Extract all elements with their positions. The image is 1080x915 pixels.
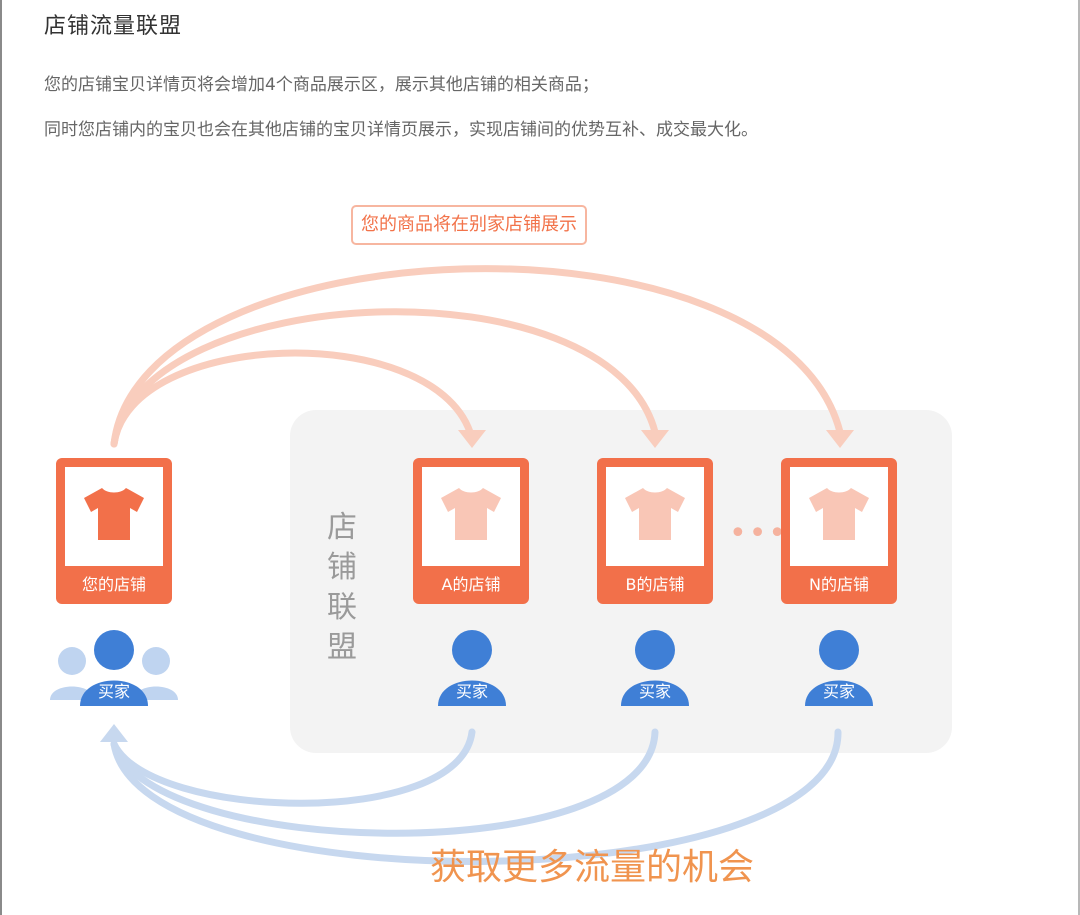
description-line-1: 您的店铺宝贝详情页将会增加4个商品展示区，展示其他店铺的相关商品； (44, 75, 599, 95)
tshirt-icon (809, 488, 869, 540)
league-label: 店铺联盟 (327, 510, 357, 665)
shop-label-yours: 您的店铺 (81, 575, 146, 594)
shop-label-n: N的店铺 (809, 575, 869, 594)
person-icon (621, 630, 689, 706)
shop-card-b: B的店铺 (597, 458, 713, 604)
top-caption-pill: 您的商品将在别家店铺展示 (351, 205, 587, 245)
page-title: 店铺流量联盟 (44, 14, 183, 39)
arrowhead-your-shop (100, 724, 128, 742)
arrow-from-shop-n (110, 728, 842, 865)
arrowhead-shop-a (458, 430, 486, 448)
shop-card-a: A的店铺 (413, 458, 529, 604)
description-line-2: 同时您店铺内的宝贝也会在其他店铺的宝贝详情页展示，实现店铺间的优势互补、成交最大… (44, 120, 758, 140)
person-icon (438, 630, 506, 706)
person-icon (805, 630, 873, 706)
arrowhead-shop-n (826, 430, 854, 448)
buyer-label-b: 买家 (638, 682, 671, 701)
arrow-to-shop-b (110, 308, 659, 448)
frame-border-right (1078, 0, 1080, 915)
shop-label-a: A的店铺 (441, 575, 501, 594)
tshirt-icon (441, 488, 501, 540)
buyer-label-yours: 买家 (97, 682, 130, 701)
arrow-to-shop-n (110, 265, 844, 448)
buyer-label-n: 买家 (822, 682, 855, 701)
ellipsis: ••• (729, 516, 789, 551)
shop-label-b: B的店铺 (625, 575, 685, 594)
shop-card-yours: 您的店铺 (56, 458, 172, 604)
arrowhead-shop-b (641, 430, 669, 448)
tshirt-icon (84, 488, 144, 540)
buyer-group-icon (50, 630, 178, 706)
shop-card-n: N的店铺 (781, 458, 897, 604)
frame-border-left (0, 0, 2, 915)
arrow-from-shop-a (110, 728, 476, 807)
tshirt-icon (625, 488, 685, 540)
arrow-from-shop-b (110, 728, 659, 837)
buyer-label-a: 买家 (455, 682, 488, 701)
bottom-caption: 获取更多流量的机会 (430, 847, 755, 888)
